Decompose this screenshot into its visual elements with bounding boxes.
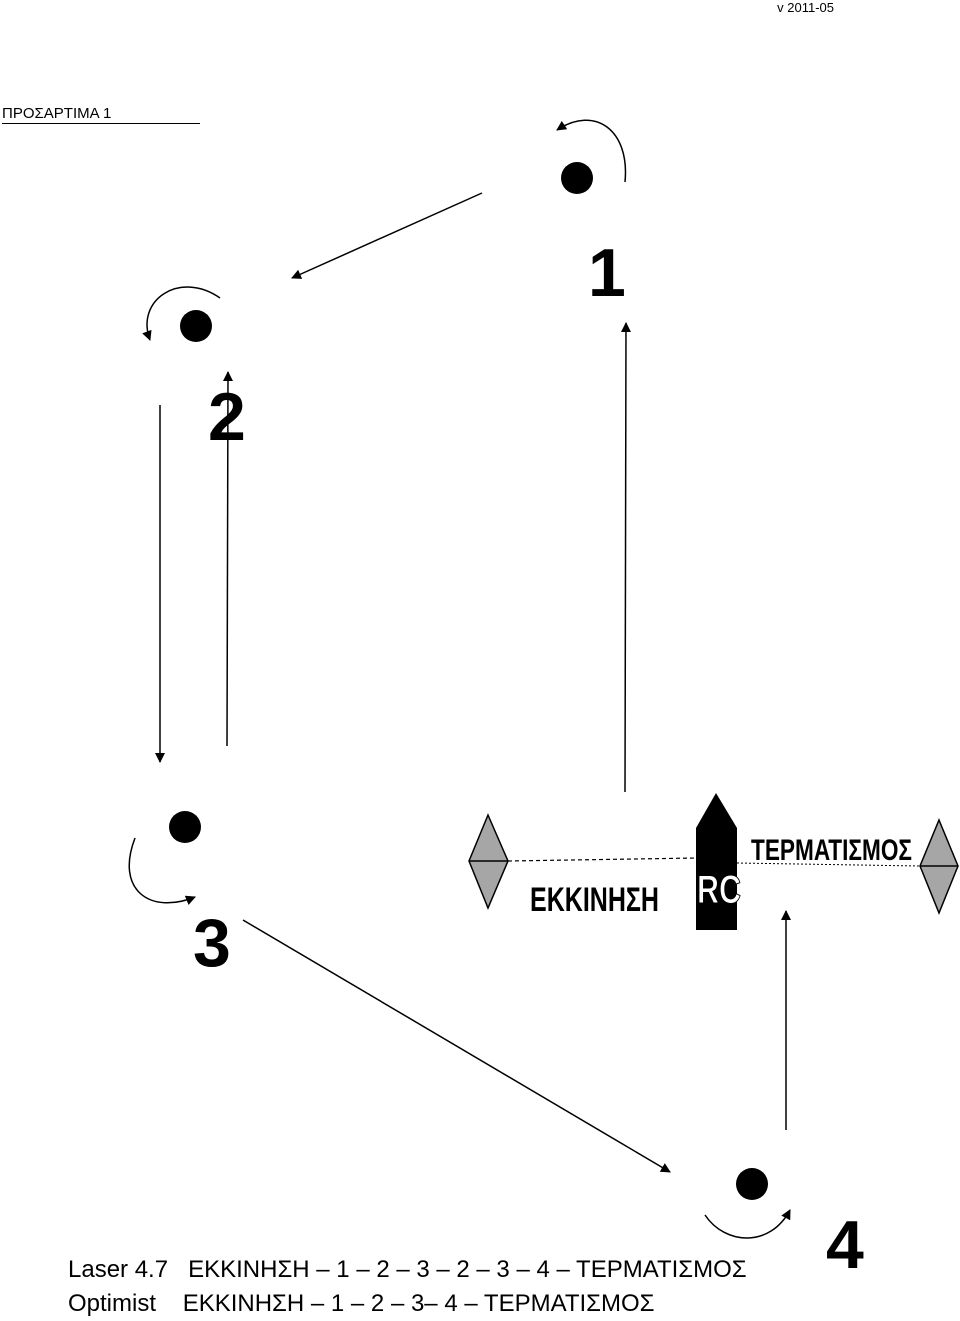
appendix-title: ΠΡΟΣΑΡΤΙΜΑ 1 [2,105,200,124]
committee-boat-label: RC [697,868,741,912]
mark-1-rounding-arrow [556,119,627,183]
finish-pin-buoy [919,818,959,916]
mark-2-buoy [180,310,212,342]
legend-optimist: Optimist ΕΚΚΙΝΗΣΗ – 1 – 2 – 3– 4 – ΤΕΡΜΑ… [68,1290,654,1318]
mark-1-buoy [561,162,593,194]
leg-3-to-4 [242,919,671,1173]
mark-4-rounding-arrow [704,1209,791,1239]
leg-3-to-2 [222,371,233,747]
mark-4-label: 4 [826,1207,864,1283]
mark-2-label: 2 [208,379,246,455]
legend-optimist-class: Optimist [68,1290,157,1317]
legend-laser-route: ΕΚΚΙΝΗΣΗ – 1 – 2 – 3 – 2 – 3 – 4 – ΤΕΡΜΑ… [188,1256,747,1283]
mark-3-label: 3 [193,905,231,981]
legend-laser-class: Laser 4.7 [68,1256,169,1283]
mark-2-rounding-arrow [142,286,221,341]
finish-label: ΤΕΡΜΑΤΙΣΜΟΣ [751,834,912,867]
legend-optimist-route: ΕΚΚΙΝΗΣΗ – 1 – 2 – 3– 4 – ΤΕΡΜΑΤΙΣΜΟΣ [182,1290,655,1317]
mark-1-label: 1 [588,235,626,311]
version-label: v 2011-05 [777,0,834,15]
mark-3-buoy [169,811,201,843]
mark-4-buoy [736,1168,768,1200]
start-pin-buoy [468,813,509,910]
mark-3-rounding-arrow [128,837,196,905]
leg-start-to-1 [620,322,631,793]
leg-1-to-2 [291,192,483,279]
start-line [507,857,698,862]
start-label: ΕΚΚΙΝΗΣΗ [530,881,659,919]
committee-boat [696,793,737,930]
legend-laser: Laser 4.7 ΕΚΚΙΝΗΣΗ – 1 – 2 – 3 – 2 – 3 –… [68,1256,747,1284]
